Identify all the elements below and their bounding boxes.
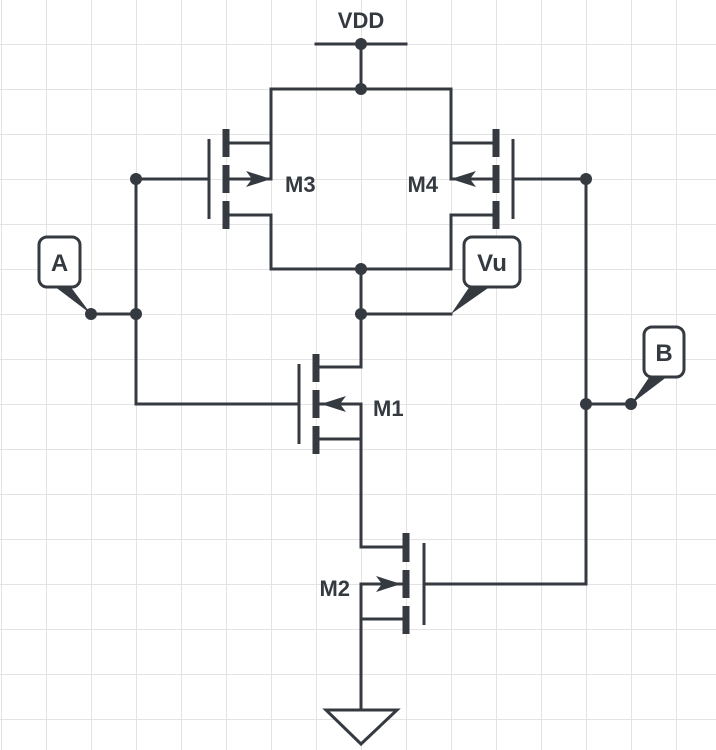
m3-label: M3	[285, 172, 316, 197]
junction-dot	[130, 173, 142, 185]
junction-dot	[580, 173, 592, 185]
vdd-label: VDD	[338, 8, 384, 33]
terminal-b[interactable]: B	[631, 325, 686, 404]
wire	[269, 87, 453, 145]
tag-pointer	[451, 286, 491, 314]
wire	[317, 402, 363, 549]
terminal-b-label: B	[655, 340, 672, 367]
wire	[134, 177, 301, 406]
arrow-icon	[376, 576, 401, 592]
m2-label: M2	[319, 576, 350, 601]
arrow-icon	[321, 396, 346, 412]
terminal-a-label: A	[51, 250, 68, 277]
wire	[449, 213, 495, 271]
tag-pointer	[54, 286, 91, 314]
terminal-vu[interactable]: Vu	[451, 235, 522, 314]
wire	[359, 582, 405, 712]
arrow-icon	[246, 171, 271, 187]
terminal-a[interactable]: A	[37, 235, 91, 314]
vdd-supply: VDD	[269, 8, 453, 145]
tag-box	[642, 325, 686, 379]
terminal-vu-label: Vu	[477, 250, 507, 277]
transistor-m1[interactable]: M1	[297, 354, 404, 549]
tag-box	[37, 235, 82, 289]
tag-pointer	[631, 376, 668, 404]
junction-dot	[355, 38, 367, 50]
m4-label: M4	[407, 172, 438, 197]
transistor-m3[interactable]: M3	[207, 129, 316, 271]
transistor-m2[interactable]: M2	[319, 533, 426, 712]
wire	[422, 177, 588, 586]
m1-label: M1	[373, 396, 404, 421]
tag-box	[462, 235, 522, 289]
wire	[227, 213, 273, 271]
arrow-icon	[451, 171, 476, 187]
junction-dot	[355, 263, 367, 275]
transistor-m4[interactable]: M4	[407, 129, 515, 271]
ground-icon	[322, 708, 401, 747]
